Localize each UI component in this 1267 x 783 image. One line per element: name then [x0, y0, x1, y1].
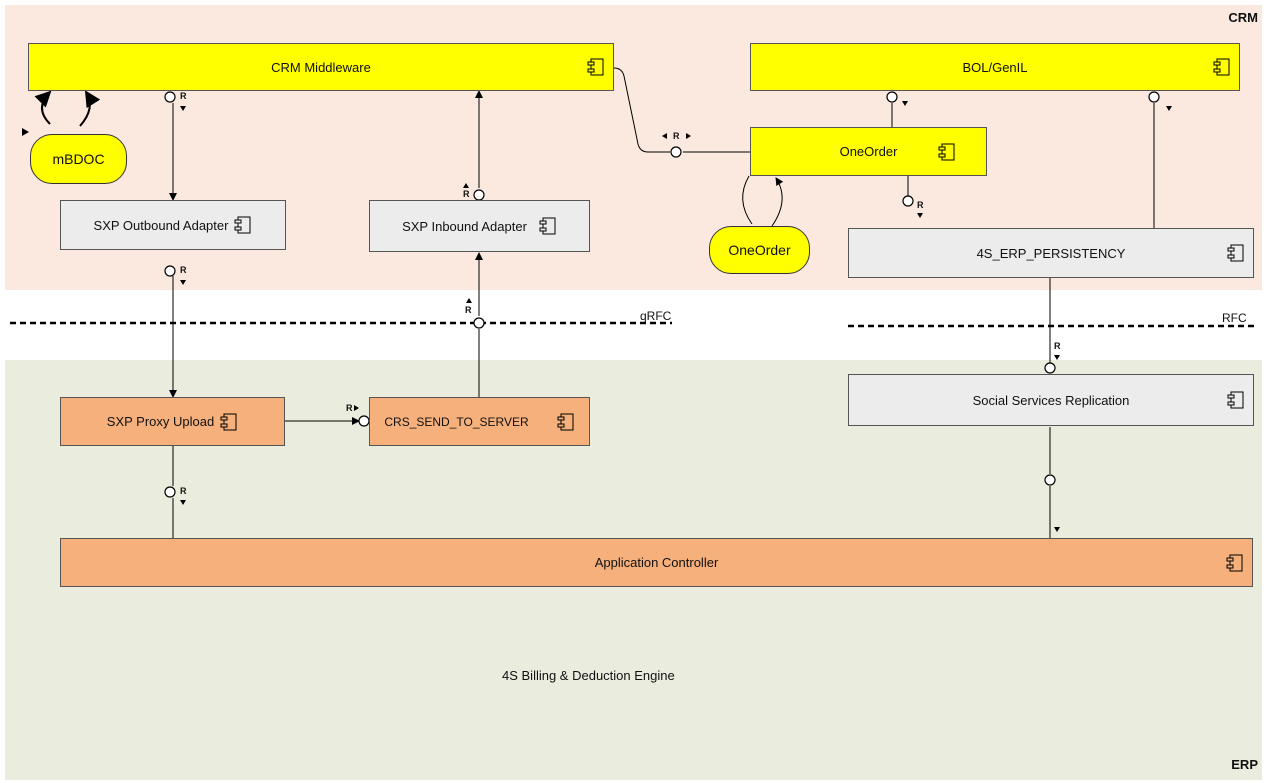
sxp-outbound-adapter-component[interactable]: SXP Outbound Adapter: [60, 200, 286, 250]
component-label: Social Services Replication: [972, 392, 1130, 408]
component-label: SXP Inbound Adapter: [402, 218, 527, 234]
component-icon: [1226, 554, 1243, 571]
oneorder-data-object[interactable]: OneOrder: [709, 226, 810, 274]
component-label: OneOrder: [839, 144, 898, 159]
crm-zone-label: CRM: [1228, 10, 1258, 25]
component-icon: [1213, 58, 1230, 76]
sxp-proxy-upload-component[interactable]: SXP Proxy Upload: [60, 397, 285, 446]
component-label: Application Controller: [594, 555, 719, 570]
qrfc-boundary-label: qRFC: [640, 309, 672, 323]
component-label: CRS_SEND_TO_SERVER: [384, 414, 529, 429]
crs-send-to-server-component[interactable]: CRS_SEND_TO_SERVER: [369, 397, 590, 446]
component-icon: [1227, 244, 1244, 262]
erp-zone-label: ERP: [1231, 757, 1258, 772]
component-icon: [587, 58, 604, 76]
component-icon: [220, 413, 237, 430]
erp-caption: 4S Billing & Deduction Engine: [502, 668, 675, 683]
request-marker: R: [180, 265, 187, 275]
component-icon: [539, 217, 556, 235]
request-marker: R: [1054, 341, 1061, 351]
component-label: SXP Proxy Upload: [106, 414, 215, 429]
mbdoc-data-object[interactable]: mBDOC: [30, 134, 127, 184]
request-marker: R: [180, 91, 187, 101]
component-label: CRM Middleware: [271, 59, 371, 75]
component-icon: [234, 216, 251, 234]
request-marker: R: [346, 403, 353, 413]
component-label: 4S_ERP_PERSISTENCY: [976, 245, 1126, 261]
bol-genil-component[interactable]: BOL/GenIL: [750, 43, 1240, 91]
component-icon: [938, 143, 955, 160]
request-marker: R: [463, 189, 470, 199]
application-controller-component[interactable]: Application Controller: [60, 538, 1253, 587]
component-label: SXP Outbound Adapter: [93, 217, 229, 233]
component-icon: [557, 413, 574, 430]
oneorder-component[interactable]: OneOrder: [750, 127, 987, 176]
request-marker: R: [673, 131, 680, 141]
social-services-replication-component[interactable]: Social Services Replication: [848, 374, 1254, 426]
request-marker: R: [917, 200, 924, 210]
request-marker: R: [465, 305, 472, 315]
component-icon: [1227, 391, 1244, 409]
rfc-boundary-label: RFC: [1222, 311, 1247, 325]
request-marker: R: [180, 486, 187, 496]
sxp-inbound-adapter-component[interactable]: SXP Inbound Adapter: [369, 200, 590, 252]
crm-middleware-component[interactable]: CRM Middleware: [28, 43, 614, 91]
component-label: BOL/GenIL: [962, 59, 1028, 75]
erp-persistency-component[interactable]: 4S_ERP_PERSISTENCY: [848, 228, 1254, 278]
